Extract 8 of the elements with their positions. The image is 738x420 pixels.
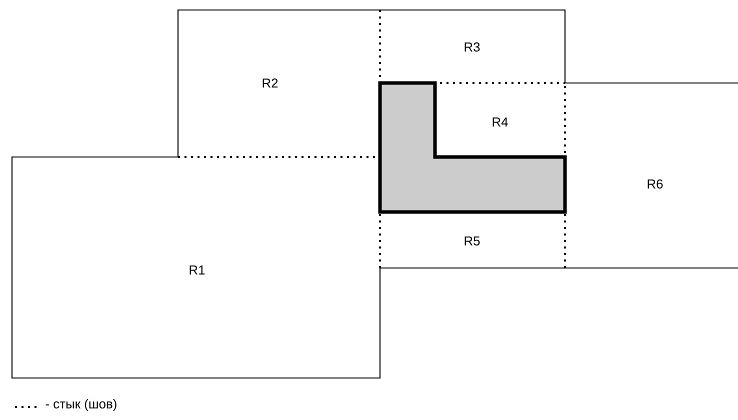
legend-text: - стык (шов): [46, 398, 116, 412]
l-shaped-panel: [378, 81, 567, 214]
region-label: R3: [464, 42, 480, 52]
region-label: R6: [648, 179, 663, 189]
region-label: R5: [464, 236, 480, 246]
region-label: R1: [190, 266, 205, 274]
region-label: R2: [262, 78, 278, 88]
region-label: R4: [492, 118, 508, 126]
